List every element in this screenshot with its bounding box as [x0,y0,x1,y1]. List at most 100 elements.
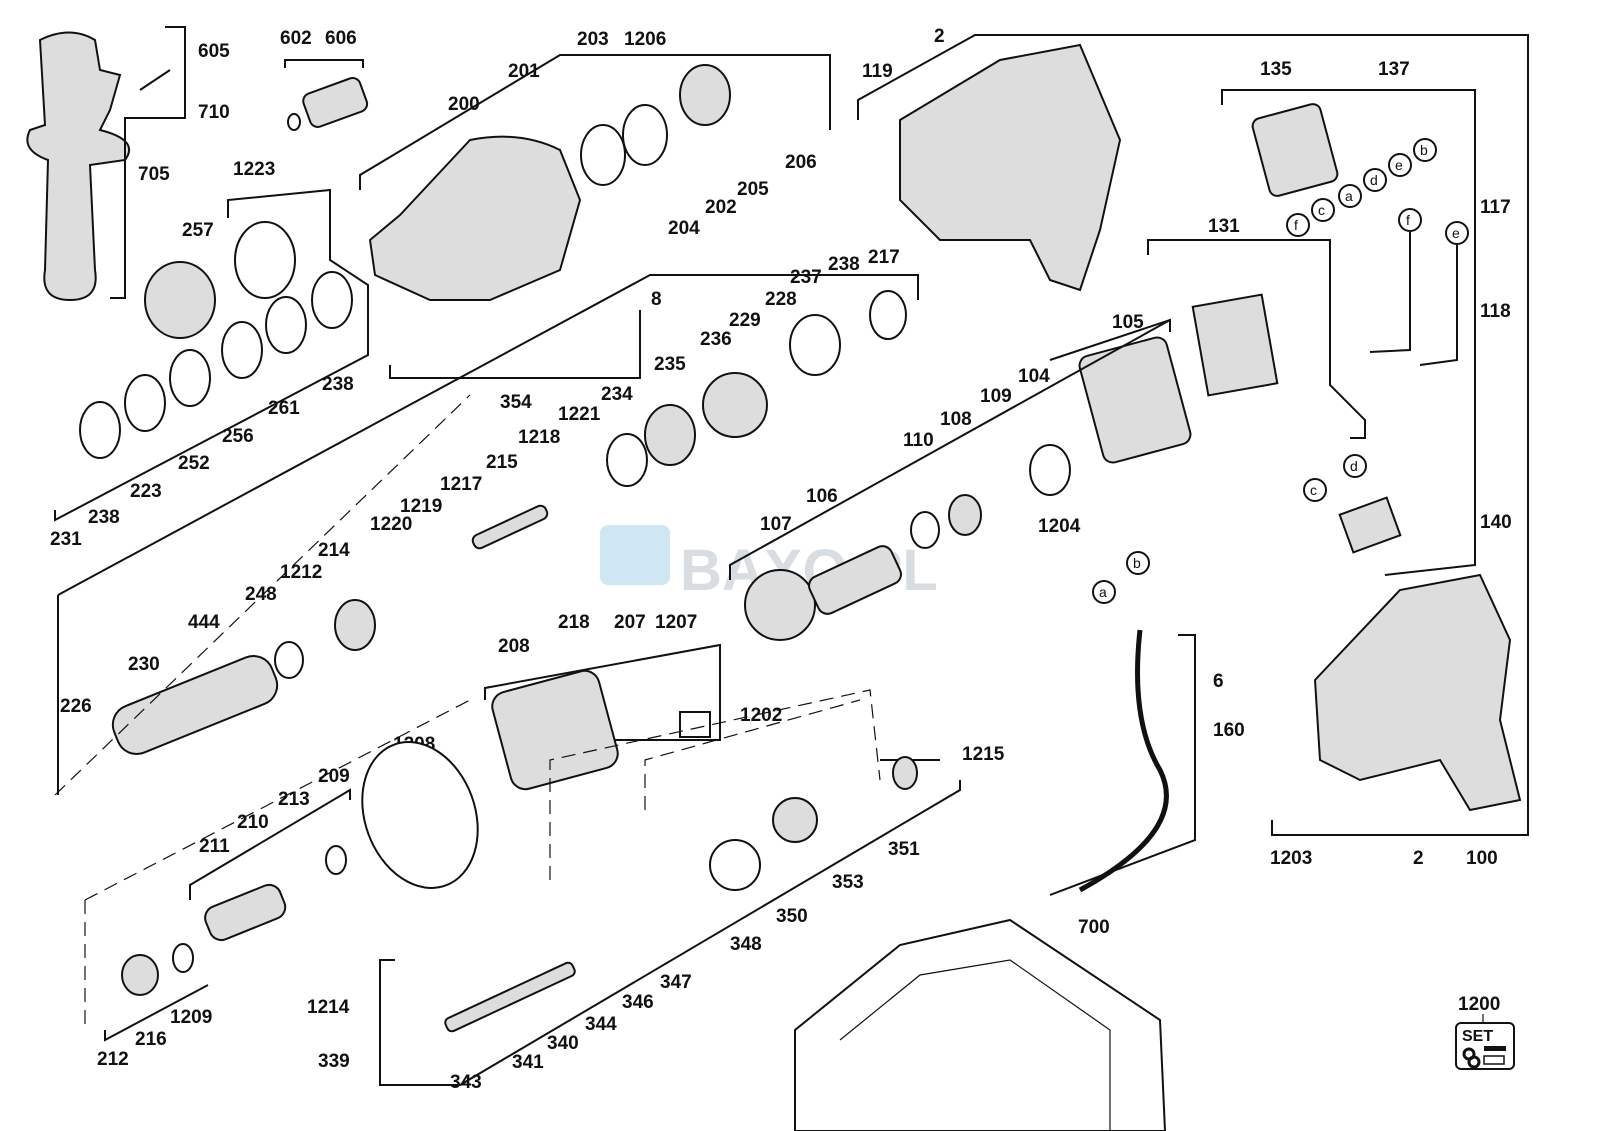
label-238-c: 238 [828,254,860,275]
shaft-215 [471,504,549,550]
svg-text:f: f [1406,212,1410,228]
label-204: 204 [668,218,700,239]
label-1209: 1209 [170,1007,212,1028]
label-117: 117 [1480,197,1511,218]
bracket-137 [1221,89,1476,576]
armature-106 [808,545,902,615]
part-348 [709,839,761,891]
label-216: 216 [135,1029,167,1050]
label-1202: 1202 [740,705,782,726]
label-238-a: 238 [322,374,354,395]
label-1219: 1219 [400,496,442,517]
label-135: 135 [1260,59,1292,80]
part-211 [204,883,287,942]
label-100: 100 [1466,848,1498,869]
label-109: 109 [980,386,1012,407]
chuck-257 [144,261,216,339]
part-606 [302,77,369,128]
label-217: 217 [868,247,900,268]
label-700: 700 [1078,917,1110,938]
svg-text:e: e [1395,157,1403,173]
label-205: 205 [737,179,769,200]
label-602: 602 [280,28,312,49]
label-248: 248 [245,584,277,605]
label-203: 203 [577,29,609,50]
label-347: 347 [660,972,692,993]
ring-217 [869,290,907,340]
label-105: 105 [1112,312,1144,333]
label-110: 110 [903,430,934,451]
shaft-341 [444,961,576,1033]
label-1223: 1223 [233,159,275,180]
washer-110 [910,511,940,549]
ring-223 [124,374,166,432]
switch-135 [1251,103,1339,197]
label-351: 351 [888,839,920,860]
label-354: 354 [500,392,532,413]
label-1217: 1217 [440,474,482,495]
label-236: 236 [700,329,732,350]
set-badge: 1200 SET [1455,994,1515,1070]
label-340: 340 [547,1033,579,1054]
label-256: 256 [222,426,254,447]
ring-256 [221,321,263,379]
part-214 [334,599,376,651]
fan-107 [744,569,816,641]
label-1221: 1221 [558,404,601,425]
label-131: 131 [1208,216,1240,237]
ring-252 [169,349,211,407]
label-107: 107 [760,514,792,535]
svg-text:c: c [1310,482,1317,498]
label-238-b: 238 [88,507,120,528]
bracket-602-606 [284,59,364,68]
label-1212: 1212 [280,562,322,583]
svg-text:b: b [1133,555,1141,571]
label-229: 229 [729,310,761,331]
svg-text:1200: 1200 [1458,994,1500,1015]
label-339: 339 [318,1051,350,1072]
label-257: 257 [182,220,214,241]
svg-text:f: f [1294,217,1298,233]
label-1203: 1203 [1270,848,1312,869]
label-215: 215 [486,452,518,473]
gear-236 [702,372,768,438]
label-118: 118 [1480,301,1511,322]
label-137: 137 [1378,59,1410,80]
label-230: 230 [128,654,160,675]
ring-1209 [172,943,194,973]
label-119: 119 [862,61,893,82]
label-202: 202 [705,197,737,218]
label-140: 140 [1480,512,1512,533]
ring-1206 [622,104,668,166]
label-6: 6 [1213,671,1224,692]
label-261: 261 [268,398,300,419]
label-234: 234 [601,384,633,405]
label-1206: 1206 [624,29,666,50]
label-160: 160 [1213,720,1245,741]
label-1207: 1207 [655,612,697,633]
label-8: 8 [651,289,662,310]
label-226: 226 [60,696,92,717]
housing-119 [899,43,1122,292]
label-212: 212 [97,1049,129,1070]
label-108: 108 [940,409,972,430]
label-341: 341 [512,1052,544,1073]
ring-261 [265,296,307,354]
cylinder-230 [111,655,279,755]
label-2-b: 2 [1413,848,1424,869]
svg-text:b: b [1420,142,1428,158]
label-211: 211 [199,836,230,857]
svg-text:a: a [1099,584,1107,600]
label-346: 346 [622,992,654,1013]
label-1204: 1204 [1038,516,1081,537]
label-207: 207 [614,612,646,633]
svg-text:SET: SET [1462,1028,1493,1045]
ring-209 [325,845,347,875]
part-602 [287,113,301,131]
housing-100 [1313,573,1522,812]
label-213: 213 [278,789,310,810]
label-210: 210 [237,812,269,833]
label-710: 710 [198,102,230,123]
gasket-1208 [361,741,479,889]
